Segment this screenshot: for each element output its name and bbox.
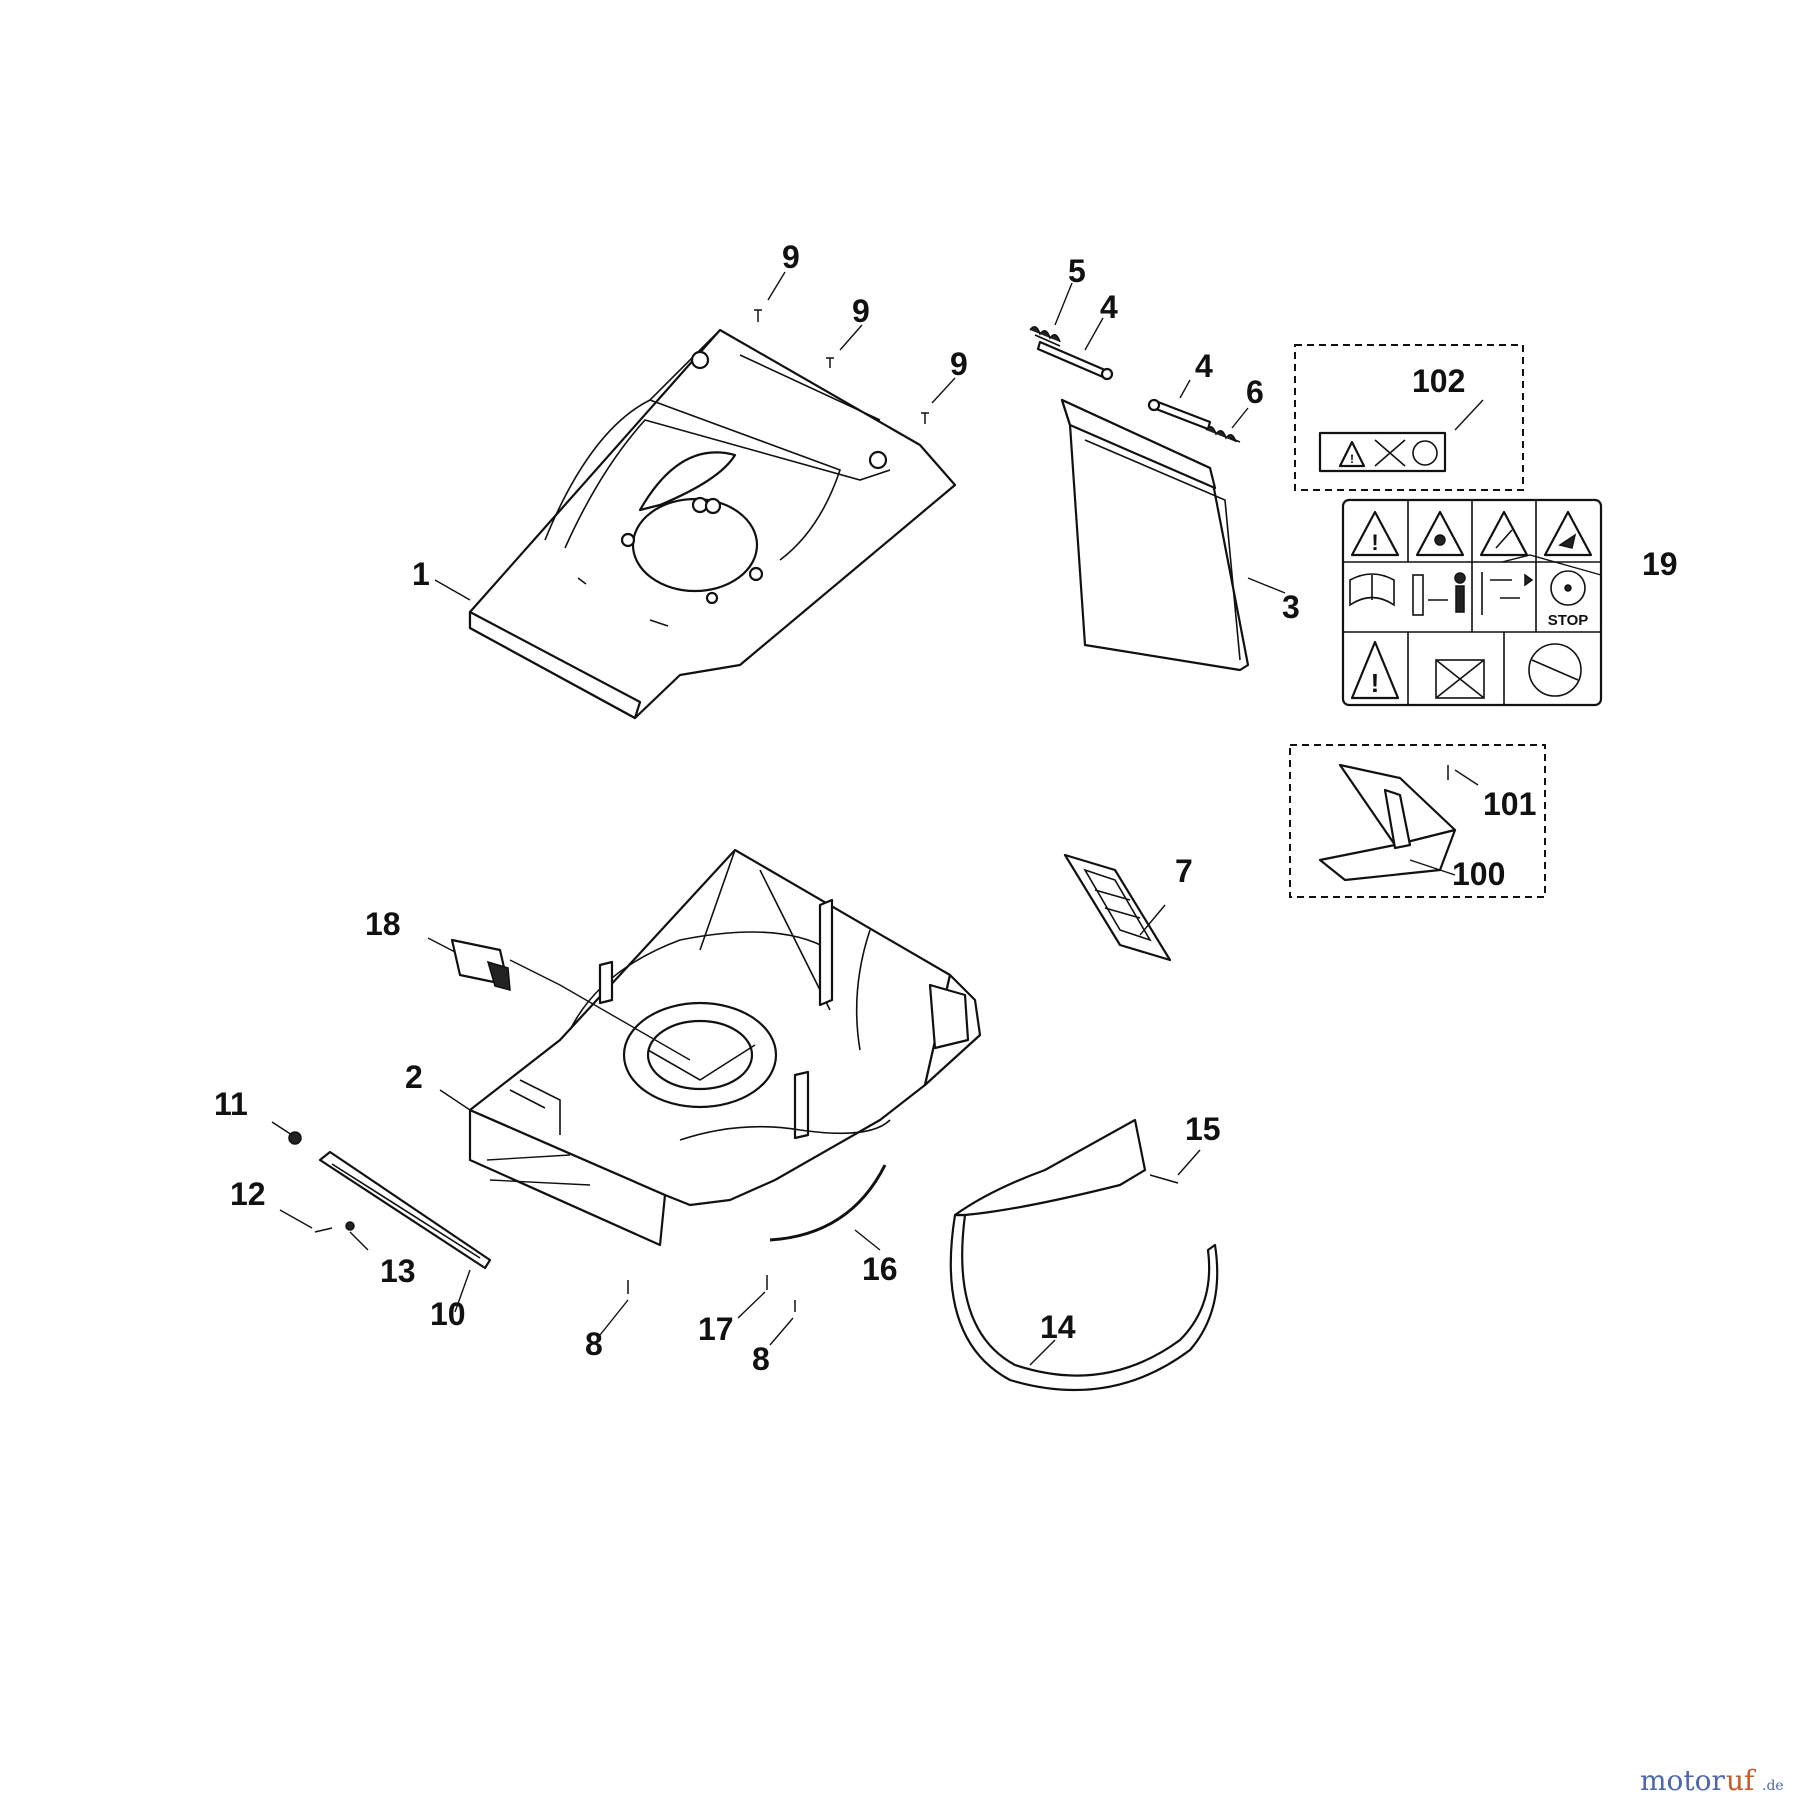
warning-large-icon: !: [1350, 640, 1400, 700]
callout-100: 100: [1452, 856, 1505, 892]
callout-17: 17: [698, 1311, 734, 1347]
screw-9a: [754, 309, 762, 322]
arc-rod-part: [769, 1164, 887, 1242]
skirt-part: [949, 1118, 1219, 1392]
disconnect-icon: [1481, 572, 1534, 615]
callout-10: 10: [430, 1296, 466, 1332]
screw-9b: [826, 357, 834, 368]
callout-9: 9: [782, 239, 800, 275]
mulch-insert-group: [1289, 744, 1546, 898]
no-cleaning-while-running-icon: [1435, 659, 1485, 699]
hinge-pin-left: [1036, 340, 1114, 381]
leader-lines: [271, 271, 1602, 1366]
stop-label: STOP: [1548, 612, 1589, 629]
callout-18: 18: [365, 906, 401, 942]
stop-blade-icon: STOP: [1548, 570, 1589, 629]
blade-hazard-icon: [1528, 643, 1582, 697]
callout-16: 16: [862, 1251, 898, 1287]
callout-8: 8: [585, 1326, 603, 1362]
spring-left: [1029, 326, 1061, 347]
rear-flap-part: [1060, 398, 1250, 672]
small-plate-part: [1063, 853, 1172, 962]
svg-text:!: !: [1371, 668, 1380, 698]
read-manual-icon: [1349, 573, 1395, 607]
callout-4: 4: [1195, 348, 1213, 384]
top-cover-part: [468, 328, 957, 720]
callout-labels: 9 9 9 5 4 4 6 102 19 1 3 101 100 7 18 2 …: [214, 239, 1678, 1377]
svg-text:.de: .de: [1762, 1778, 1784, 1794]
warning-bystander-icon: [1479, 510, 1529, 557]
spring-right: [1205, 426, 1241, 443]
callout-102: 102: [1412, 363, 1465, 399]
svg-text:uf: uf: [1726, 1764, 1757, 1797]
callout-15: 15: [1185, 1111, 1221, 1147]
warning-icon: !: [1350, 510, 1400, 557]
callout-2: 2: [405, 1059, 423, 1095]
svg-text:motor: motor: [1640, 1764, 1726, 1797]
watermark-logo: motor uf .de: [1640, 1764, 1784, 1797]
screw-15: [1149, 1174, 1179, 1184]
warning-blade-icon: [1543, 510, 1593, 557]
callout-1: 1: [412, 556, 430, 592]
screw-12: [314, 1227, 333, 1233]
callout-4: 4: [1100, 289, 1118, 325]
callout-7: 7: [1175, 853, 1193, 889]
safety-decal-19: ! STOP: [1341, 498, 1603, 707]
clip-part: [450, 938, 511, 992]
callout-101: 101: [1483, 786, 1536, 822]
warning-thrown-objects-icon: [1415, 510, 1465, 557]
callout-12: 12: [230, 1176, 266, 1212]
callout-13: 13: [380, 1253, 416, 1289]
callout-19: 19: [1642, 546, 1678, 582]
callout-14: 14: [1040, 1309, 1076, 1345]
screw-9c: [921, 412, 929, 424]
callout-6: 6: [1246, 374, 1264, 410]
svg-text:!: !: [1371, 530, 1378, 555]
callout-9: 9: [950, 346, 968, 382]
keep-distance-icon: [1412, 572, 1466, 616]
deck-chassis-part: [468, 848, 982, 1247]
front-strip-part: [318, 1150, 492, 1270]
callout-11: 11: [214, 1086, 248, 1122]
callout-8: 8: [752, 1341, 770, 1377]
callout-3: 3: [1282, 589, 1300, 625]
callout-9: 9: [852, 293, 870, 329]
decal-group-102: !: [1294, 344, 1524, 491]
hinge-pin-right: [1147, 398, 1212, 431]
svg-text:!: !: [1350, 452, 1354, 466]
callout-5: 5: [1068, 253, 1086, 289]
washer-13: [345, 1221, 355, 1231]
